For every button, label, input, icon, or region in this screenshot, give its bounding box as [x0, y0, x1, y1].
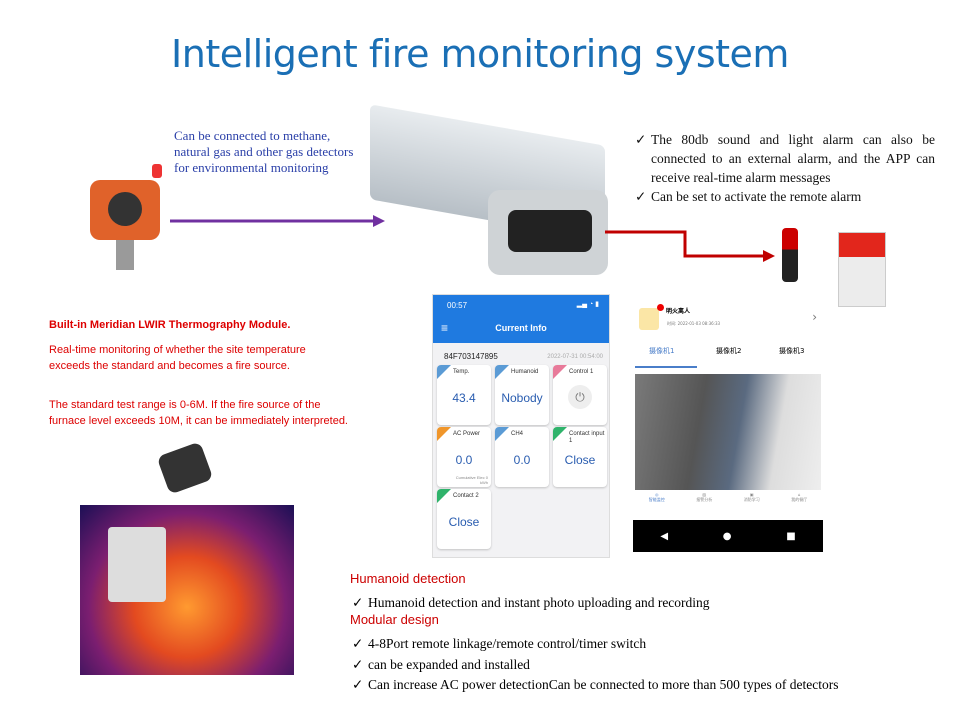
- alert-title: 明火离人: [666, 308, 691, 315]
- app-header-title: Current Info: [495, 323, 547, 333]
- alert-time: 时间: 2022-01-03 08:36:33: [667, 321, 721, 326]
- card-contact-2[interactable]: Contact 2 Close: [437, 489, 491, 549]
- card-note: Cumulative Elec 0 kWh: [455, 475, 488, 485]
- alarm-bullet: The 80db sound and light alarm can also …: [635, 130, 935, 187]
- recents-icon[interactable]: ■: [786, 530, 796, 542]
- power-button-icon[interactable]: ⏻: [568, 385, 592, 409]
- nav-smart-monitor[interactable]: ◎智能监控: [648, 492, 665, 502]
- card-value: 43.4: [452, 391, 476, 405]
- card-value: Close: [448, 515, 480, 529]
- app-screen-camera: 明火离人 时间: 2022-01-03 08:36:33 › 摄像机1 摄像机2…: [633, 292, 823, 552]
- chevron-right-icon[interactable]: ›: [812, 310, 817, 324]
- fire-alert-icon: [639, 308, 659, 330]
- thermal-camera-image: [370, 104, 610, 280]
- humanoid-bullets: Humanoid detection and instant photo upl…: [352, 593, 710, 612]
- feature-bullet: can be expanded and installed: [352, 655, 838, 676]
- card-label: Control 1: [569, 369, 594, 375]
- card-label: Temp.: [453, 369, 470, 375]
- nav-my-restaurant[interactable]: ⌂我的餐厅: [791, 492, 808, 502]
- card-label: AC Power: [453, 431, 481, 437]
- modular-bullets: 4-8Port remote linkage/remote control/ti…: [352, 634, 838, 696]
- purple-arrow: [170, 215, 385, 227]
- status-icons: ▂▄ ◔ ▮: [576, 301, 599, 308]
- gas-detector-image: [80, 160, 170, 275]
- sensor-module-image: [156, 441, 214, 495]
- module-heading: Built-in Meridian LWIR Thermography Modu…: [49, 319, 291, 331]
- device-timestamp: 2022-07-31 00:54:00: [547, 354, 603, 360]
- card-label: CH4: [511, 431, 524, 437]
- card-value: Close: [564, 453, 596, 467]
- module-paragraph-2: The standard test range is 0-6M. If the …: [49, 399, 348, 427]
- siren-image: [838, 232, 886, 307]
- feature-bullet: 4-8Port remote linkage/remote control/ti…: [352, 634, 838, 655]
- tab-camera-2[interactable]: 摄像机2: [716, 347, 742, 355]
- nav-fire-learning[interactable]: ▣消防学习: [743, 492, 760, 502]
- alarm-bullet: Can be set to activate the remote alarm: [635, 187, 935, 206]
- app-screen-current-info: 00:57 ▂▄ ◔ ▮ ≡ Current Info 84F703147895…: [432, 294, 610, 558]
- feature-bullet: Can increase AC power detectionCan be co…: [352, 675, 838, 696]
- card-value: Nobody: [501, 391, 543, 405]
- red-arrow: [605, 230, 775, 262]
- thermal-image: [80, 505, 294, 675]
- card-value: 0.0: [455, 453, 473, 467]
- camera-feed: [635, 374, 821, 490]
- card-value: 0.0: [513, 453, 531, 467]
- card-contact-input-1[interactable]: Contact input 1 Close: [553, 427, 607, 487]
- card-label: Contact 2: [453, 493, 479, 499]
- tab-camera-3[interactable]: 摄像机3: [779, 347, 805, 355]
- card-control-1[interactable]: Control 1 ⏻: [553, 365, 607, 425]
- back-icon[interactable]: ◀: [660, 530, 669, 542]
- device-id: 84F703147895: [444, 352, 498, 361]
- page-title: Intelligent fire monitoring system: [171, 32, 789, 76]
- card-temp[interactable]: Temp. 43.4: [437, 365, 491, 425]
- card-ch4[interactable]: CH4 0.0: [495, 427, 549, 487]
- detector-description: Can be connected to methane, natural gas…: [174, 128, 354, 175]
- beacon-image: [782, 228, 798, 282]
- card-label: Humanoid: [511, 369, 539, 375]
- home-icon[interactable]: ●: [722, 530, 732, 542]
- tab-camera-1[interactable]: 摄像机1: [649, 347, 675, 355]
- card-label: Contact input 1: [569, 431, 605, 444]
- modular-heading: Modular design: [350, 612, 439, 627]
- menu-icon[interactable]: ≡: [441, 321, 449, 335]
- module-paragraph-1: Real-time monitoring of whether the site…: [49, 344, 306, 372]
- humanoid-heading: Humanoid detection: [350, 571, 466, 586]
- feature-bullet: Humanoid detection and instant photo upl…: [352, 593, 710, 612]
- android-nav-bar: ◀ ● ■: [633, 520, 823, 552]
- alarm-bullets: The 80db sound and light alarm can also …: [635, 130, 935, 206]
- nav-alarm-analysis[interactable]: ▨报警分析: [696, 492, 713, 502]
- status-time: 00:57: [447, 301, 468, 310]
